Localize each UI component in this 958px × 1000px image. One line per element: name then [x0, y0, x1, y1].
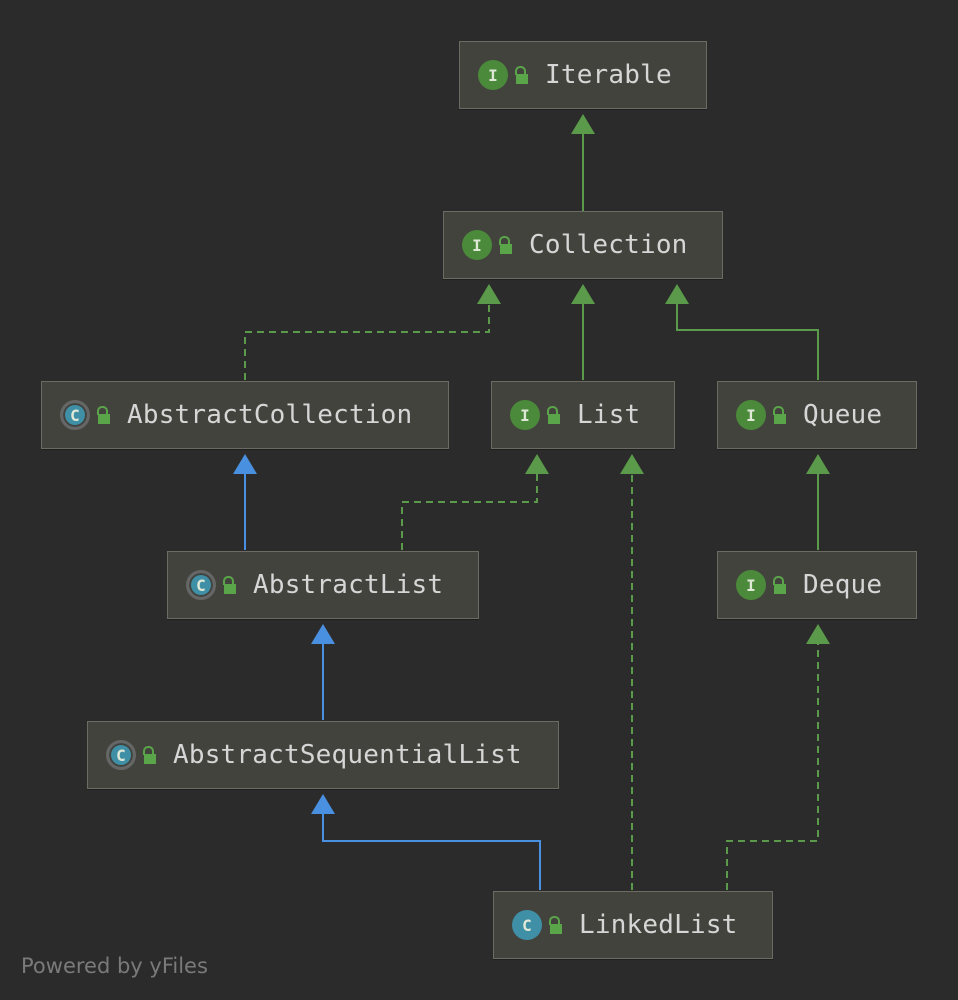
abstract-class-badge-icon: C — [60, 400, 90, 430]
arrowhead-abstractsequentiallist — [311, 794, 335, 814]
edge-linkedlist-abstractsequentiallist — [322, 808, 541, 890]
abstract-class-badge-icon: C — [186, 570, 216, 600]
lock-open-icon — [547, 406, 563, 424]
node-label: Iterable — [545, 60, 672, 90]
powered-by-footer: Powered by yFiles — [21, 954, 208, 978]
node-collection[interactable]: I Collection — [443, 211, 723, 279]
interface-badge-icon: I — [510, 400, 540, 430]
node-list[interactable]: I List — [491, 381, 675, 449]
arrowhead-abstractcollection — [233, 454, 257, 474]
arrowhead-collection-left — [477, 284, 501, 304]
lock-open-icon — [143, 746, 159, 764]
lock-open-icon — [223, 576, 239, 594]
node-label: Queue — [803, 400, 883, 430]
node-iterable[interactable]: I Iterable — [459, 41, 707, 109]
arrowhead-abstractlist — [311, 624, 335, 644]
node-label: Collection — [529, 230, 688, 260]
arrowhead-iterable — [571, 114, 595, 134]
node-label: AbstractList — [253, 570, 444, 600]
node-label: List — [577, 400, 641, 430]
lock-open-icon — [549, 916, 565, 934]
interface-badge-icon: I — [462, 230, 492, 260]
node-linked-list[interactable]: C LinkedList — [493, 891, 773, 959]
arrowhead-deque — [806, 624, 830, 644]
lock-open-icon — [97, 406, 113, 424]
arrowhead-collection-right — [665, 284, 689, 304]
arrowhead-list-left — [525, 454, 549, 474]
interface-badge-icon: I — [478, 60, 508, 90]
interface-badge-icon: I — [736, 400, 766, 430]
lock-open-icon — [515, 66, 531, 84]
arrowhead-queue — [806, 454, 830, 474]
class-badge-icon: C — [512, 910, 542, 940]
node-label: AbstractCollection — [127, 400, 413, 430]
node-deque[interactable]: I Deque — [717, 551, 917, 619]
abstract-class-badge-icon: C — [106, 740, 136, 770]
interface-badge-icon: I — [736, 570, 766, 600]
node-queue[interactable]: I Queue — [717, 381, 917, 449]
edge-queue-collection — [676, 298, 819, 380]
edge-linkedlist-deque — [726, 638, 819, 890]
node-abstract-collection[interactable]: C AbstractCollection — [41, 381, 449, 449]
lock-open-icon — [773, 406, 789, 424]
node-label: Deque — [803, 570, 883, 600]
lock-open-icon — [773, 576, 789, 594]
node-label: AbstractSequentialList — [173, 740, 522, 770]
node-abstract-sequential-list[interactable]: C AbstractSequentialList — [87, 721, 559, 789]
arrowhead-collection-center — [571, 284, 595, 304]
edge-abstractcollection-collection — [244, 298, 490, 380]
arrowhead-list-right — [620, 454, 644, 474]
edge-abstractlist-list — [401, 468, 538, 550]
node-abstract-list[interactable]: C AbstractList — [167, 551, 479, 619]
lock-open-icon — [499, 236, 515, 254]
node-label: LinkedList — [579, 910, 738, 940]
